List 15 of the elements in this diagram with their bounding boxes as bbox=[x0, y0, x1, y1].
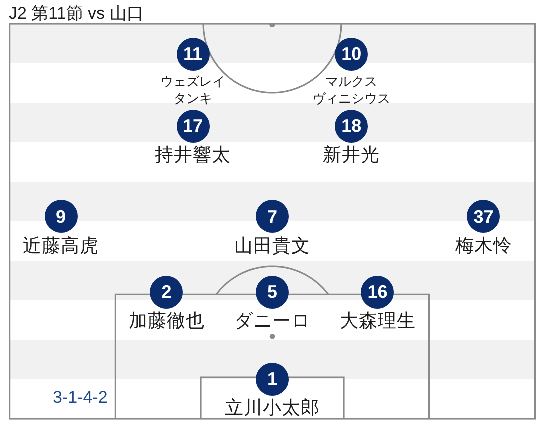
player-circle: 7 bbox=[256, 200, 289, 233]
player-name: 山田貴文 bbox=[234, 236, 310, 256]
player-name: 持井響太 bbox=[155, 145, 231, 165]
player-name: マルクスヴィニシウス bbox=[312, 72, 391, 106]
player-name: ウェズレイタンキ bbox=[160, 72, 226, 106]
player-name: 近藤高虎 bbox=[23, 236, 99, 256]
player-circle: 37 bbox=[467, 200, 500, 233]
player-name: 立川小太郎 bbox=[225, 398, 320, 418]
formation-label: 3-1-4-2 bbox=[53, 388, 108, 408]
title: J2 第11節 vs 山口 bbox=[9, 3, 144, 25]
player-name: 梅木怜 bbox=[455, 236, 512, 256]
player-name: ダニーロ bbox=[234, 311, 310, 332]
player-name: 新井光 bbox=[323, 145, 380, 165]
player-name: 大森理生 bbox=[340, 311, 416, 332]
player-name: 加藤徹也 bbox=[128, 311, 205, 332]
